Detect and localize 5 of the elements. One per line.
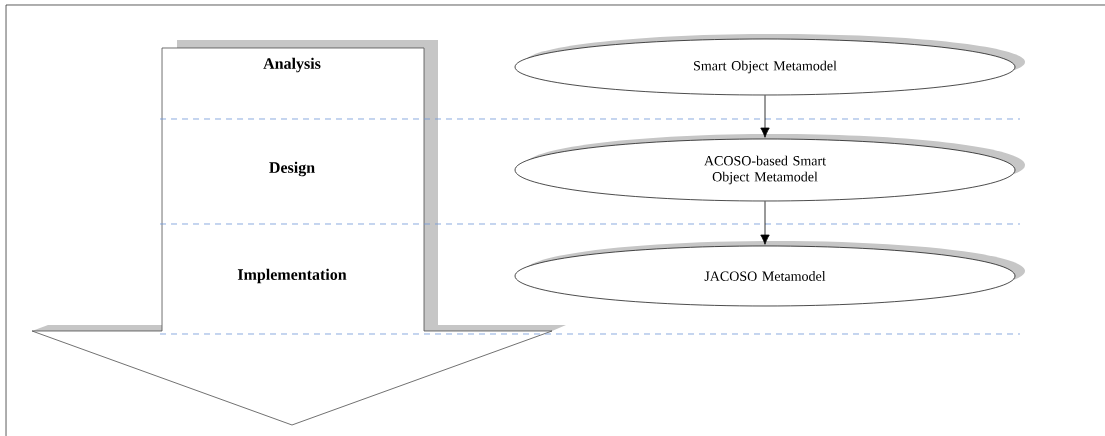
ellipse-node: ACOSO-based Smart Object Metamodel	[514, 134, 1025, 202]
ellipse-node: JACOSO Metamodel	[514, 241, 1025, 307]
arrow	[760, 94, 770, 138]
arrow	[760, 200, 770, 245]
ellipse-node: Smart Object Metamodel	[514, 34, 1025, 96]
